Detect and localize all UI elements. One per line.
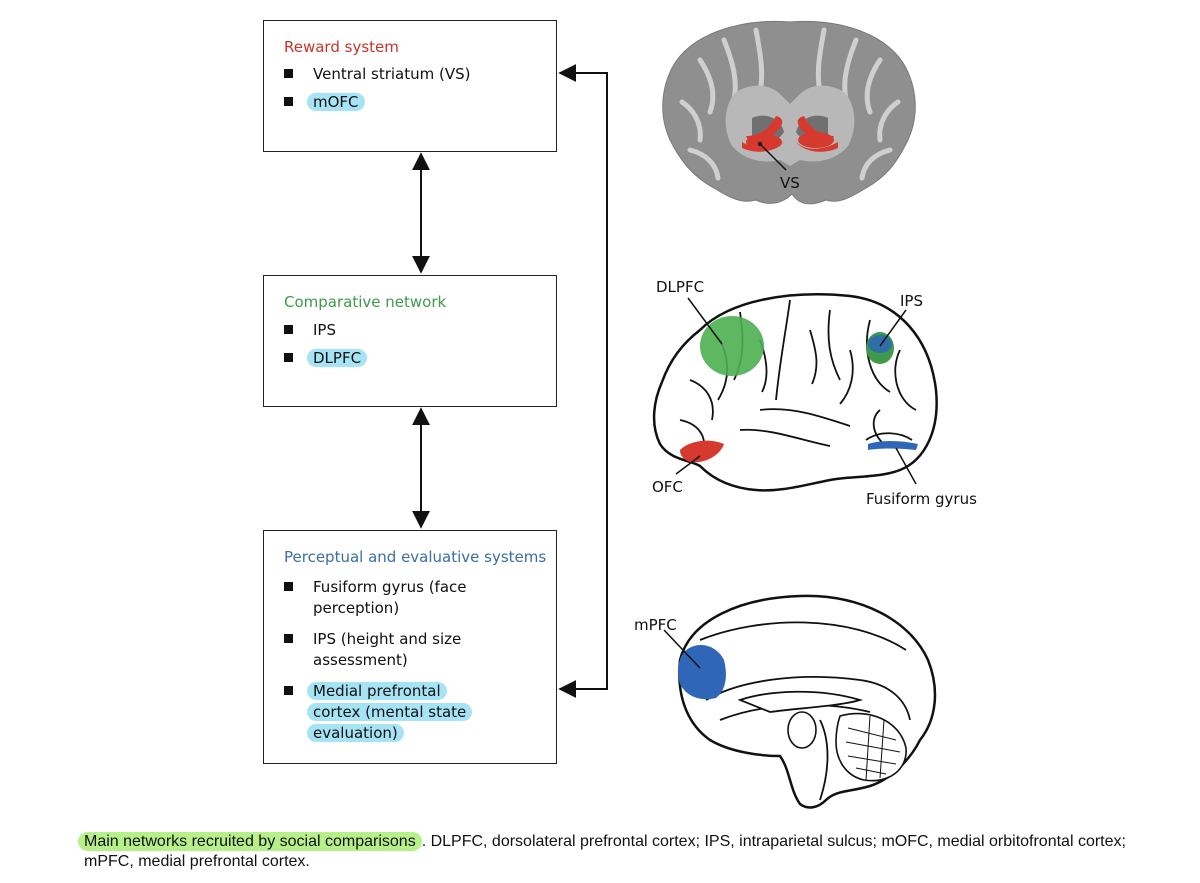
- mpfc-label: mPFC: [634, 616, 677, 634]
- vs-pointer-line: [759, 143, 787, 171]
- dlpfc-pointer-line: [687, 297, 723, 345]
- list-item-label: cortex (mental state: [307, 703, 473, 721]
- list-item-label: DLPFC: [307, 349, 368, 367]
- comparative-network-box: Comparative network IPS DLPFC: [263, 275, 557, 407]
- comparative-network-title: Comparative network: [284, 293, 447, 311]
- list-item-label: evaluation): [307, 724, 404, 742]
- ventral-striatum-left: [742, 116, 784, 152]
- caption-highlight: Main networks recruited by social compar…: [78, 832, 422, 851]
- dlpfc-region: [700, 316, 764, 376]
- ofc-region: [680, 440, 724, 463]
- fusiform-region: [868, 441, 918, 450]
- list-item-label: IPS (height and size: [313, 630, 462, 648]
- fusiform-pointer-line: [895, 447, 917, 485]
- bullet-icon: [284, 582, 293, 591]
- vs-label: VS: [780, 174, 800, 192]
- bullet-icon: [284, 686, 293, 695]
- bullet-icon: [284, 634, 293, 643]
- list-item-label: Medial prefrontal: [307, 682, 447, 700]
- dlpfc-label: DLPFC: [656, 278, 705, 296]
- figure-caption: Main networks recruited by social compar…: [78, 832, 1174, 872]
- reward-system-title: Reward system: [284, 38, 399, 56]
- ips-pointer-line: [879, 309, 907, 347]
- list-item-label: Ventral striatum (VS): [313, 65, 471, 83]
- list-item-label: Fusiform gyrus (face: [313, 578, 467, 596]
- fusiform-label: Fusiform gyrus: [866, 490, 977, 508]
- caption-text: . DLPFC, dorsolateral prefrontal cortex;…: [84, 833, 1126, 870]
- mpfc-pointer-line: [663, 629, 701, 669]
- reward-system-box: Reward system Ventral striatum (VS) mOFC: [263, 20, 557, 152]
- list-item-label: assessment): [313, 651, 408, 669]
- bullet-icon: [284, 353, 293, 362]
- bullet-icon: [284, 97, 293, 106]
- arrow-reward-perceptual: [558, 64, 608, 698]
- bullet-icon: [284, 325, 293, 334]
- ofc-label: OFC: [652, 478, 683, 496]
- ofc-pointer-line: [675, 455, 701, 475]
- list-item-label: IPS: [313, 321, 336, 339]
- perceptual-evaluative-box: Perceptual and evaluative systems Fusifo…: [263, 530, 557, 764]
- mpfc-region: [677, 645, 726, 700]
- bullet-icon: [284, 69, 293, 78]
- ips-label: IPS: [900, 292, 923, 310]
- list-item-label: perception): [313, 599, 400, 617]
- perceptual-evaluative-title: Perceptual and evaluative systems: [284, 548, 547, 566]
- list-item-label: mOFC: [307, 93, 365, 111]
